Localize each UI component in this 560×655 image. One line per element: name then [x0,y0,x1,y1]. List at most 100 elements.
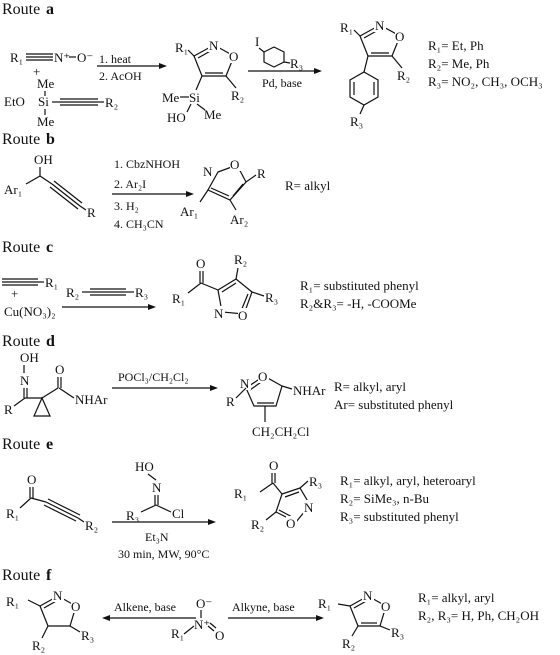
label-r2-isox-a: R₂ [231,88,244,103]
route-e-condition-1: Et₃N [145,530,169,544]
label-r1-isox-a: R₁ [175,40,188,55]
label-n-prod-e: N [304,500,314,515]
label-eto: EtO [4,94,25,109]
label-r2-isoxazole-f: R₂ [342,636,355,651]
label-iodo: I [255,34,259,49]
label-cl-e: Cl [172,506,185,521]
route-a-def-1: R₁= Et, Ph [428,38,484,53]
label-n-isox-a: N [209,38,219,53]
route-f-condition-1: Alkene, base [114,600,176,614]
label-oxide-o: O⁻ [77,50,93,65]
label-o-b: O [230,157,239,172]
label-ar1-b: Ar₁ [4,182,22,197]
label-n-oxime-d: N [20,373,30,388]
label-me-bottom: Me [37,114,55,129]
label-r2-e: R₂ [85,518,98,533]
label-cu-nitrate: Cu(NO₃)₂ [4,304,56,319]
label-r3-prod-e: R₃ [309,474,322,489]
label-r3-prod-c: R₃ [265,290,278,305]
label-r2-prod-a: R₂ [397,68,410,83]
route-e-def-1: R₁= alkyl, aryl, heteroaryl [340,473,476,488]
route-b: Route b OH Ar₁ R 1. CbzNHOH 2. Ar₂I 3. H… [2,131,331,231]
label-r2-prod-e: R₂ [251,517,264,532]
label-amide-o-d: O [55,362,64,377]
label-r-b: R [87,205,96,220]
label-ho-e: HO [135,459,154,474]
label-nitrile-n: N⁺ [54,50,70,65]
label-r2-alkyne: R₂ [105,95,118,110]
label-nhar-d: NHAr [75,392,108,407]
label-si-isox-a: Si [189,90,200,105]
label-r3-e: R₃ [126,508,139,523]
label-r1-isoxazole-f: R₁ [318,596,331,611]
label-ch2ch2cl: CH₂CH₂Cl [252,424,310,439]
route-a-condition-3: Pd, base [262,76,302,90]
route-d-def-1: R= alkyl, aryl [334,379,406,394]
route-d-letter: d [46,333,55,350]
route-d-word: Route [2,333,40,350]
label-plus-a: + [33,64,40,79]
label-r1-prod-a: R₁ [340,20,353,35]
label-r3-prod-a: R₃ [350,114,363,129]
route-a-condition-1: 1. heat [99,52,132,66]
label-r1: R₁ [10,50,23,65]
label-r2-c: R₂ [66,285,79,300]
label-n-isoxazoline: N [53,588,63,603]
label-ar1-prod-b: Ar₁ [180,204,198,219]
route-e: Route e O R₁ R₂ HO N Cl R₃ Et₃N 30 min, … [2,436,476,561]
label-me-top: Me [37,76,55,91]
route-e-condition-2: 30 min, MW, 90°C [118,547,209,561]
label-plus-c: + [11,286,18,301]
label-oh-d: OH [20,350,39,365]
label-me-isox-a1: Me [162,90,180,105]
route-a-def-3: R₃= NO₂, CH₃, OCH₃ [428,74,543,89]
label-r2-isoxazoline: R₂ [32,638,45,653]
route-a: Route a R₁ N⁺ O⁻ + Me EtO Si R₂ Me 1. he… [2,1,543,129]
route-d: Route d OH N R O NHAr POCl₃/CH₂Cl₂ N O N… [2,333,454,439]
label-r2-prod-c: R₂ [234,252,247,267]
label-r1-e: R₁ [6,506,19,521]
label-r-d: R [4,402,13,417]
route-a-letter: a [46,1,54,18]
route-b-def-1: R= alkyl [285,178,331,193]
label-r1-prod-c: R₁ [172,291,185,306]
route-f: Route f N O R₁ R₂ R₃ Alkene, base R₁ N⁺ … [2,567,539,653]
label-o-isoxazole-f: O [381,599,390,614]
label-r3-isoxazoline: R₃ [81,628,94,643]
route-f-word: Route [2,567,40,584]
label-ar2-prod-b: Ar₂ [230,212,248,227]
label-o-isoxazoline: O [71,599,80,614]
label-n-prod-c: N [214,306,224,321]
route-c-word: Route [2,239,40,256]
route-e-letter: e [46,436,53,453]
route-b-condition-1: 1. CbzNHOH [114,157,180,171]
route-b-condition-2: 2. Ar₂I [114,177,146,191]
label-r3-iodoarene: R₃ [290,56,303,71]
route-f-letter: f [46,567,52,584]
label-nitro-n: N⁺ [194,617,210,632]
route-c-def-1: R₁= substituted phenyl [300,278,419,293]
label-ketone-o-e: O [27,472,36,487]
route-e-def-3: R₃= substituted phenyl [340,509,459,524]
route-b-condition-4: 4. CH₃CN [114,217,164,231]
label-o-prod-d: O [258,369,267,384]
label-n-e: N [152,480,162,495]
label-nhar-prod-d: NHAr [293,383,326,398]
label-n-isoxazole-f: N [363,588,373,603]
label-r1-c: R₁ [45,275,58,290]
label-o-isox-a: O [229,49,238,64]
label-r-prod-d: R [226,394,235,409]
route-c-def-2: R₂&R₃= -H, -COOMe [300,296,417,311]
route-a-def-2: R₂= Me, Ph [428,56,490,71]
route-c-letter: c [46,239,53,256]
label-o-prod-c: O [238,308,247,323]
route-d-condition-1: POCl₃/CH₂Cl₂ [118,370,189,384]
route-f-condition-2: Alkyne, base [232,600,295,614]
route-e-def-2: R₂= SiMe₃, n-Bu [340,491,429,506]
route-a-condition-2: 2. AcOH [99,69,142,83]
label-r1-prod-e: R₁ [234,486,247,501]
route-b-word: Route [2,131,40,148]
label-r-prod-b: R [257,166,266,181]
label-nitro-ominus: O⁻ [196,596,212,611]
